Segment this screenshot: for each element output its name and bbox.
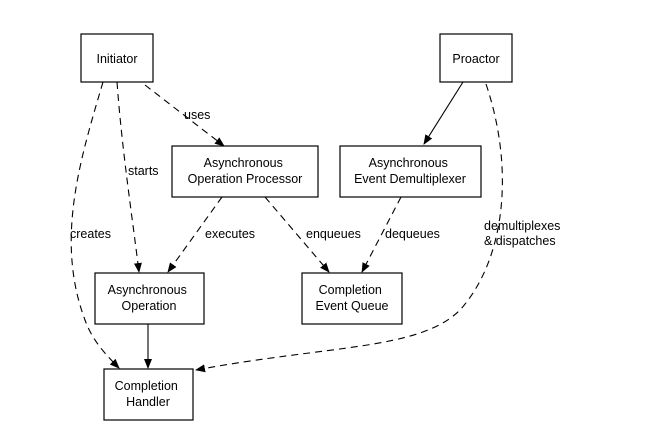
edge-label-creates: creates (70, 227, 111, 241)
node-async-operation: Asynchronous Operation (94, 272, 205, 325)
svg-text:Initiator: Initiator (97, 52, 138, 66)
edge-label-starts: starts (128, 164, 159, 178)
node-async-event-demultiplexer: Asynchronous Event Demultiplexer (339, 145, 482, 198)
svg-text:Asynchronous Operation: Asynchronous Operation (108, 283, 191, 313)
edge-demux-dispatch (195, 83, 503, 373)
edge-label-demux-dispatch: demultiplexes & dispatches (484, 219, 564, 248)
edge-label-enqueues: enqueues (306, 227, 361, 241)
edge-uses (144, 84, 225, 147)
edges (70, 81, 503, 373)
svg-text:Proactor: Proactor (452, 52, 499, 66)
node-completion-handler: Completion Handler (103, 368, 194, 421)
edge-label-dequeues: dequeues (385, 227, 440, 241)
svg-text:Asynchronous Operation: Asynchronous Operation Processor (188, 156, 303, 186)
edge-labels: uses starts creates executes enqueues de… (70, 108, 564, 248)
edge-label-executes: executes (205, 227, 255, 241)
svg-text:Asynchronous Event Dem: Asynchronous Event Demultiplexer (354, 156, 466, 186)
edge-starts (116, 81, 142, 273)
node-completion-event-queue: Completion Event Queue (301, 272, 403, 325)
edge-proactor-to-demux (423, 81, 464, 145)
edge-enqueues (264, 196, 330, 273)
node-async-operation-processor: Asynchronous Operation Processor (171, 145, 319, 198)
node-initiator: Initiator (80, 33, 154, 83)
svg-text:Completion Event Queue: Completion Event Queue (316, 283, 389, 313)
edge-dequeues (361, 196, 402, 273)
svg-text:Completion Handler: Completion Handler (115, 379, 182, 409)
node-proactor: Proactor (439, 33, 513, 83)
edge-creates (70, 81, 120, 369)
nodes: Initiator Proactor Asynchronous Operatio… (80, 33, 513, 421)
edge-label-uses: uses (184, 108, 210, 122)
edge-executes (167, 196, 223, 273)
